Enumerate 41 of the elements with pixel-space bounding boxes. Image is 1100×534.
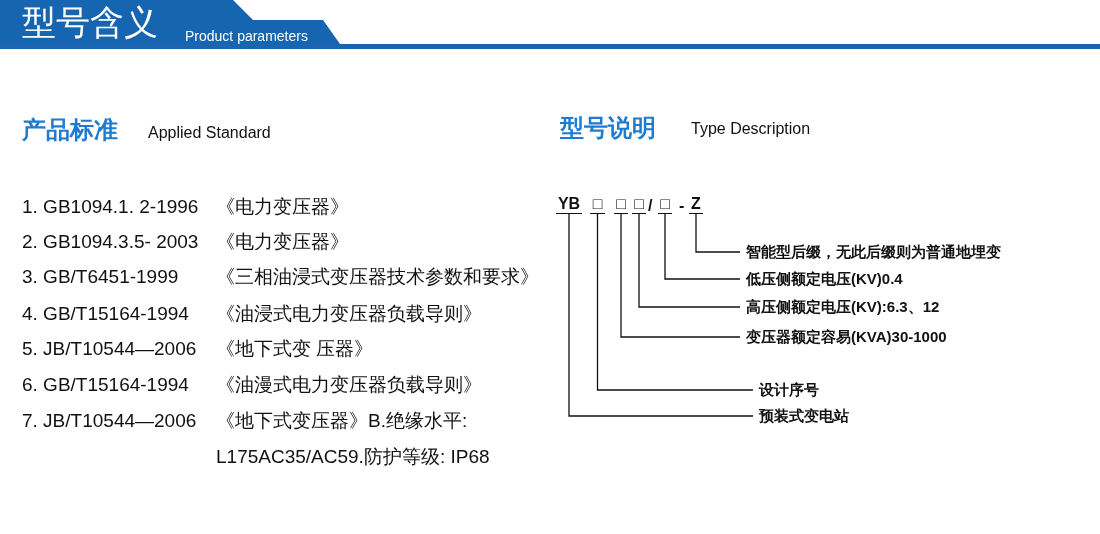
description-text: 设计序号 — [759, 379, 819, 401]
leader-line — [638, 213, 741, 308]
page-title: 型号含义 — [22, 2, 158, 42]
code-separator: / — [648, 195, 653, 216]
leader-line — [596, 213, 754, 391]
standard-title: 《油浸式电力变压器负载导则》 — [216, 301, 482, 326]
leader-line — [664, 213, 741, 280]
standard-title: 《三相油浸式变压器技术参数和要求》 — [216, 264, 539, 289]
code-segment: □ — [632, 195, 646, 214]
standard-title: 《电力变压器》 — [216, 229, 349, 254]
standard-title: 《电力变压器》 — [216, 194, 349, 219]
section-subheading: Applied Standard — [148, 122, 271, 143]
code-segment: Z — [689, 195, 703, 214]
standard-code: 5. JB/T10544—2006 — [22, 336, 197, 361]
description-text: 高压侧额定电压(KV):6.3、12 — [746, 296, 940, 318]
subtitle: Product parameters — [185, 26, 308, 46]
leader-line — [695, 213, 741, 253]
standard-title: 《地下式变压器》B.绝缘水平: — [216, 408, 468, 433]
section-heading: 型号说明 — [560, 113, 656, 145]
standard-title: 《地下式变 压器》 — [216, 336, 374, 361]
leader-line — [620, 213, 741, 338]
leader-line — [568, 213, 754, 417]
description-text: 变压器额定容易(KVA)30-1000 — [746, 326, 947, 348]
standard-title: 《油漫式电力变压器负载导则》 — [216, 372, 482, 397]
standard-code: 4. GB/T15164-1994 — [22, 301, 189, 326]
code-segment: □ — [590, 195, 605, 214]
section-subheading: Type Description — [691, 118, 811, 139]
standard-code: 2. GB1094.3.5- 2003 — [22, 229, 199, 254]
code-segment: YB — [556, 195, 582, 214]
standard-code: 3. GB/T6451-1999 — [22, 264, 179, 289]
description-text: 低压侧额定电压(KV)0.4 — [746, 268, 903, 290]
description-text: 智能型后缀，无此后缀则为普通地埋变 — [746, 241, 1001, 263]
section-heading: 产品标准 — [22, 115, 118, 147]
standard-code: 1. GB1094.1. 2-1996 — [22, 194, 199, 219]
code-segment: □ — [658, 195, 672, 214]
code-separator: - — [679, 195, 685, 216]
standard-code: 6. GB/T15164-1994 — [22, 372, 189, 397]
description-text: 预装式变电站 — [759, 405, 849, 427]
standard-code: 7. JB/T10544—2006 — [22, 408, 197, 433]
standard-note: L175AC35/AC59.防护等级: IP68 — [216, 444, 490, 469]
code-segment: □ — [614, 195, 628, 214]
